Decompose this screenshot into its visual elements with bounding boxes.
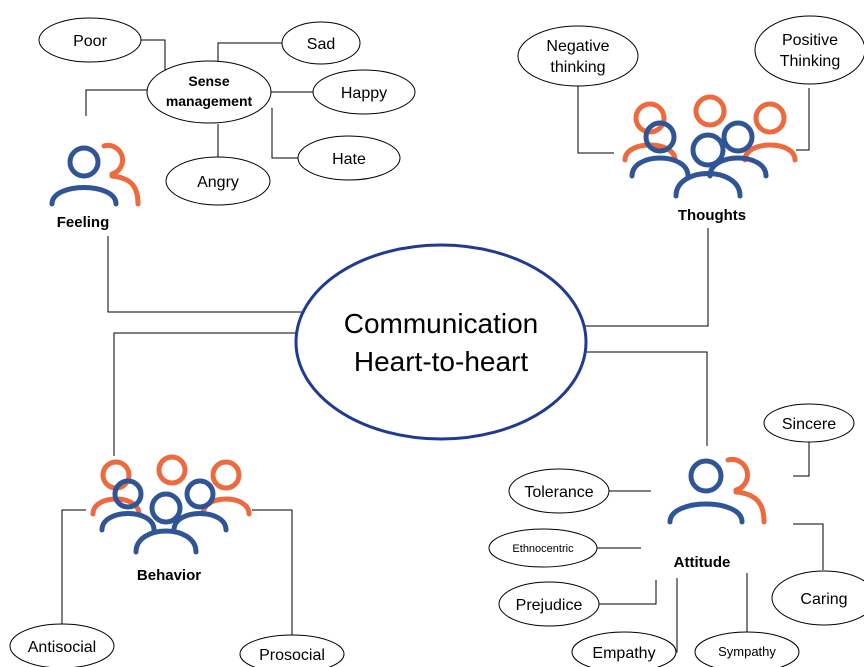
prejudice-node [498, 581, 600, 627]
poor-node [38, 17, 142, 63]
negative-thinking-label-line1: Negative [546, 38, 609, 55]
connector-empathy [667, 578, 678, 653]
connector-sense-to-feeling [85, 89, 150, 116]
sad-node [281, 21, 361, 65]
hate-label: Hate [332, 151, 366, 168]
connector-behavior [113, 332, 301, 456]
positive-thinking-label-line1: Positive [782, 32, 838, 49]
behavior-group: Behavior Antisocial Prosocial [9, 454, 345, 667]
poor-label: Poor [73, 33, 107, 50]
attitude-group: Sincere Tolerance Ethnocentric Prejudice… [488, 403, 864, 667]
connector-caring [793, 523, 824, 570]
connector-antisocial [61, 509, 86, 626]
center-title-line2: Heart-to-heart [354, 346, 529, 377]
feeling-label: Feeling [57, 214, 110, 231]
thoughts-label: Thoughts [678, 207, 746, 224]
center-ellipse [294, 243, 588, 441]
sad-label: Sad [307, 36, 335, 53]
connector-prejudice [599, 580, 657, 605]
connector-prosocial [252, 509, 293, 636]
sympathy-node [694, 631, 800, 667]
thoughts-group: Negative thinking Positive Thinking Thou… [517, 15, 864, 224]
negative-thinking-label-line2: thinking [550, 59, 605, 76]
tolerance-label: Tolerance [524, 484, 593, 501]
two-people-icon [49, 142, 141, 207]
connector-positive [796, 88, 810, 151]
caring-label: Caring [800, 591, 847, 608]
ethnocentric-node [488, 528, 598, 568]
antisocial-label: Antisocial [28, 639, 96, 656]
empathy-node [571, 631, 677, 667]
sense-management-label-line1: Sense [188, 73, 229, 89]
angry-label: Angry [197, 174, 239, 191]
sense-management-node [146, 60, 272, 124]
three-people-icon [90, 454, 252, 555]
negative-thinking-node [517, 25, 639, 87]
feeling-group: Poor Sad Sense management Happy Hate Ang… [38, 17, 416, 231]
connector-hate [271, 108, 298, 159]
connector-thoughts [574, 228, 709, 327]
caring-node [771, 570, 864, 626]
antisocial-node [9, 623, 115, 667]
center-title-line1: Communication [344, 308, 539, 339]
prosocial-label: Prosocial [259, 647, 325, 664]
ethnocentric-label: Ethnocentric [512, 543, 574, 555]
sympathy-label: Sympathy [718, 644, 776, 659]
behavior-label: Behavior [137, 567, 201, 584]
sincere-label: Sincere [782, 416, 836, 433]
connector-negative [577, 84, 614, 154]
attitude-label: Attitude [674, 554, 731, 571]
two-people-icon [667, 456, 767, 525]
connectors [61, 39, 824, 653]
connector-feeling [107, 236, 310, 313]
hate-node [297, 135, 401, 181]
prejudice-label: Prejudice [516, 597, 583, 614]
positive-thinking-node [754, 15, 864, 85]
center-node: Communication Heart-to-heart [294, 243, 588, 441]
positive-thinking-label-line2: Thinking [780, 53, 840, 70]
connector-sincere [793, 441, 810, 477]
prosocial-node [239, 634, 345, 667]
connector-sad [217, 42, 282, 66]
three-people-icon [622, 94, 798, 199]
happy-label: Happy [341, 85, 387, 102]
connector-attitude [578, 351, 708, 446]
connector-poor [141, 39, 166, 72]
tolerance-node [508, 468, 610, 514]
empathy-label: Empathy [592, 645, 655, 662]
sense-management-label-line2: management [166, 93, 253, 109]
angry-node [165, 156, 271, 206]
sincere-node [763, 403, 855, 443]
happy-node [312, 69, 416, 115]
